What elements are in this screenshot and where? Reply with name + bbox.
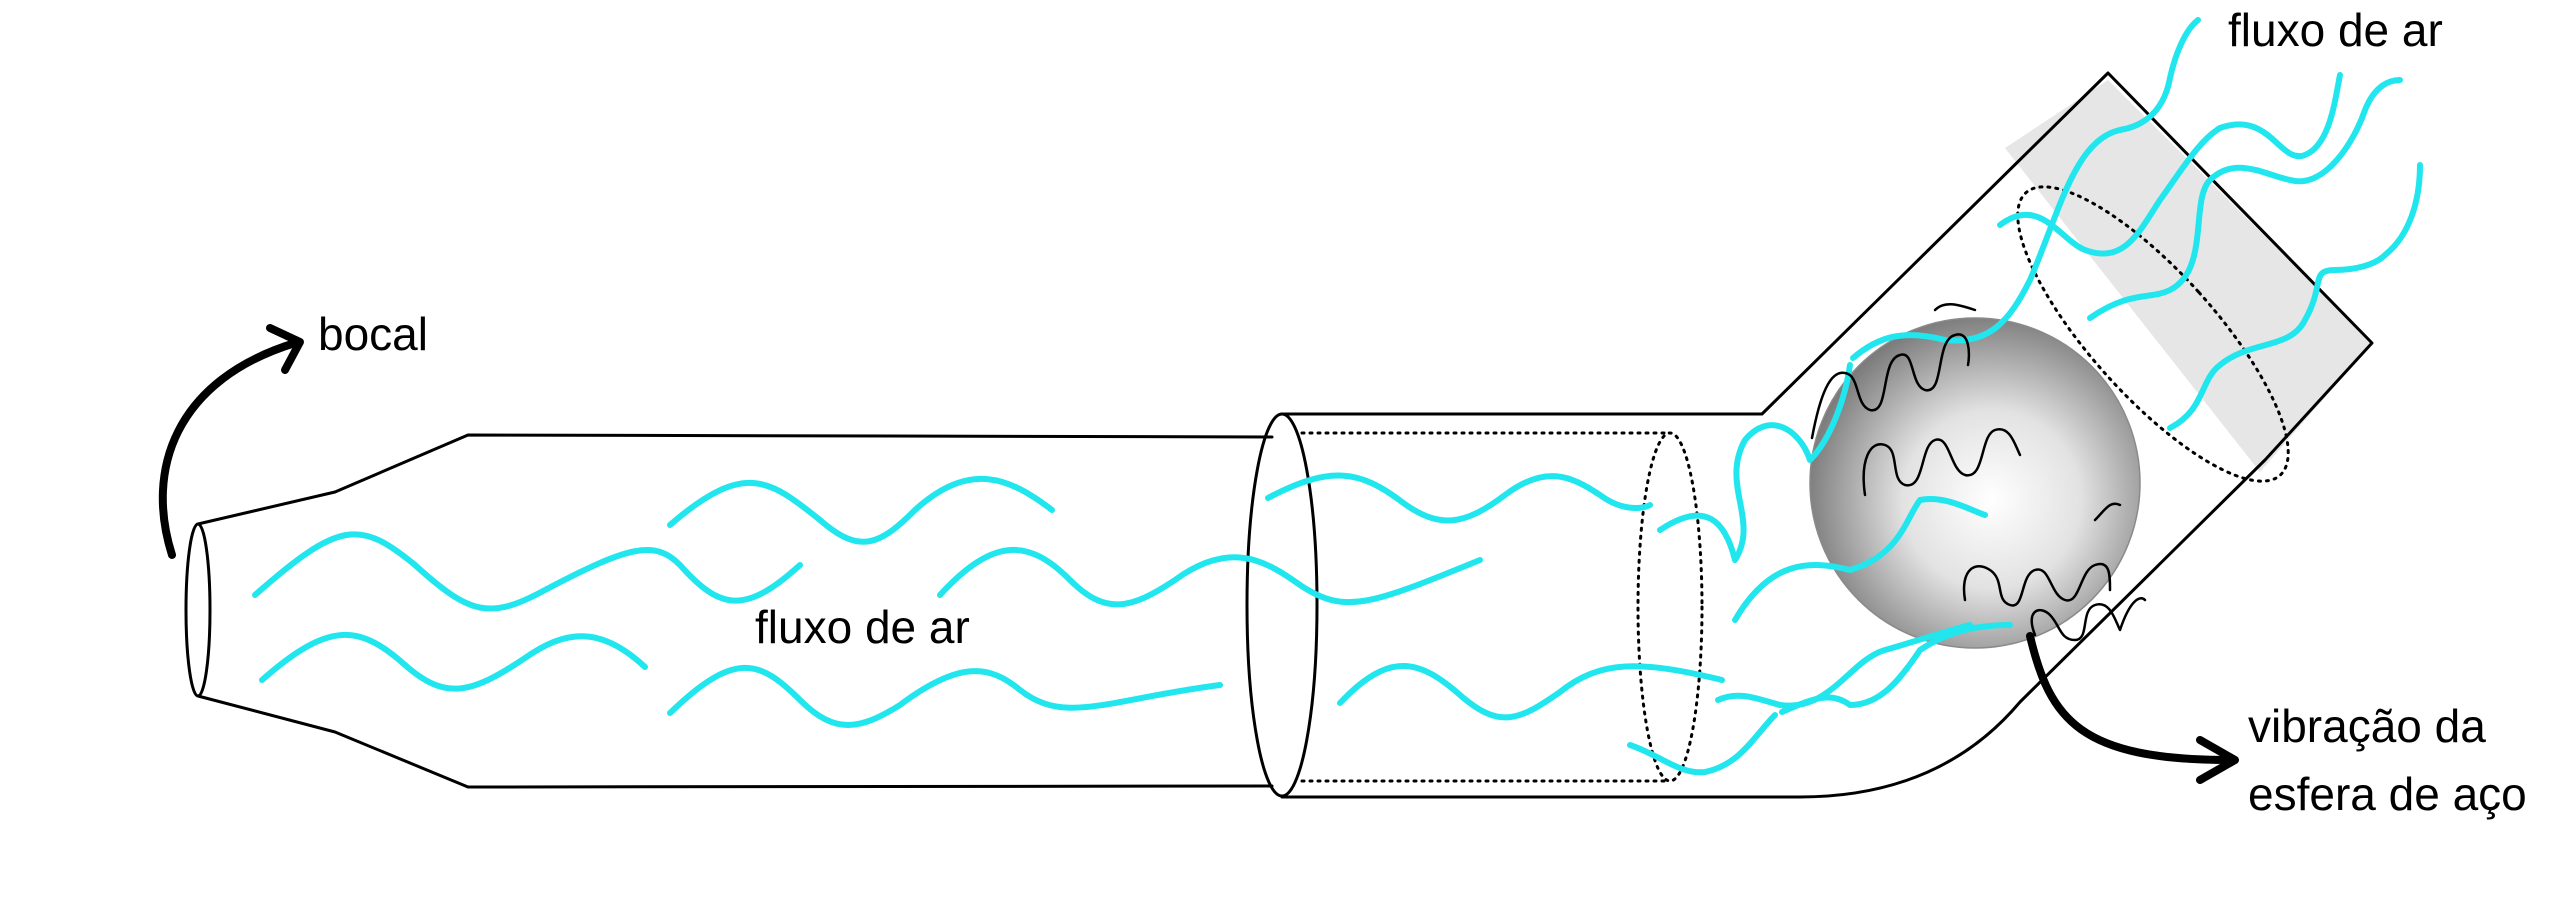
airflow-wave [667,475,1055,545]
outlet-inner-ring [2016,185,2290,483]
steel-ball [1809,317,2141,649]
airflow-wave [1715,622,1973,709]
airflow-waves [252,17,2423,776]
mouthpiece-arrow [158,324,304,559]
airflow-wave [2167,162,2423,431]
airflow-wave [259,632,648,692]
vibration-label-line1: vibração da [2248,700,2486,752]
airflow-wave [1337,663,1725,721]
airflow-wave [1627,712,1778,776]
airflow-top-label: fluxo de ar [2228,4,2443,56]
vibration-squiggles [1810,303,2147,642]
vibration-label-line2: esfera de aço [2248,768,2527,820]
airflow-center-label: fluxo de ar [755,601,970,653]
inner-chamber-ring [1636,431,1704,783]
tube-body [1245,71,2374,799]
tube-joint-ring [1245,412,1319,798]
airflow-wave [667,664,1223,728]
airflow-wave [1732,496,1988,623]
airflow-wave [1779,622,2013,715]
airflow-wave [1850,17,2201,361]
airflow-wave [1265,472,1653,524]
airflow-wave [937,547,1483,608]
mouthpiece-label: bocal [318,308,428,360]
airflow-wave [2087,77,2403,321]
airflow-wave [1997,72,2343,257]
mouthpiece [184,433,1274,789]
airflow-wave [252,531,803,612]
vibration-arrow [2026,632,2239,784]
airflow-wave [1657,362,1853,563]
